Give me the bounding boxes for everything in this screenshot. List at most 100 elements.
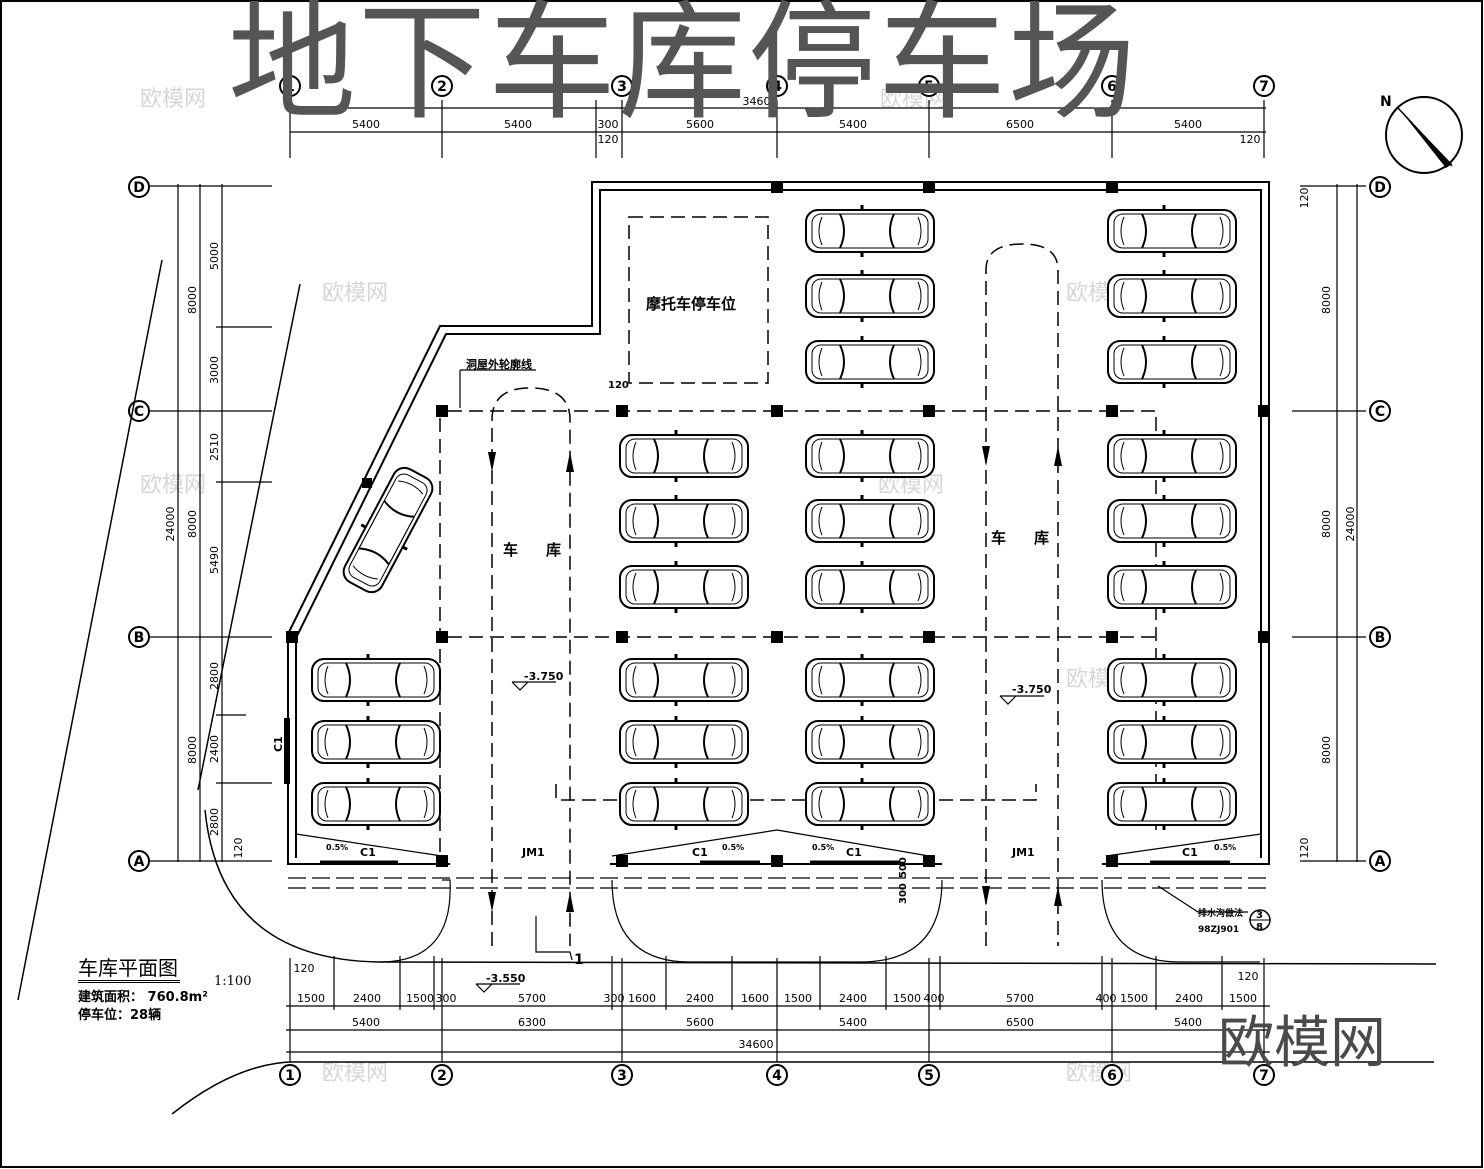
- legend-scale: 1:100: [214, 974, 252, 989]
- parked-car: [618, 559, 750, 615]
- garage-label-right-1: 车: [991, 529, 1006, 547]
- drain-ref: 98ZJ901: [1198, 925, 1239, 935]
- parked-car: [804, 268, 936, 324]
- dim-left-inner: 5490: [208, 546, 221, 574]
- axis-label-row: C: [1375, 404, 1385, 420]
- dim-bottom-fine: 300: [436, 992, 457, 1005]
- left-axis-labels: D C B A: [133, 180, 145, 870]
- parked-car: [1106, 714, 1238, 770]
- dim-left-mid: 8000: [186, 286, 199, 314]
- dim-right-mid: 8000: [1320, 510, 1333, 538]
- axis-label-row: B: [134, 630, 145, 646]
- axis-label-col: 5: [924, 79, 934, 95]
- legend-area: 建筑面积： 760.8m²: [78, 990, 208, 1005]
- right-dimension-text: 24000 8000 8000 8000 120 120: [1298, 188, 1357, 859]
- axis-label-col: 7: [1259, 1068, 1269, 1084]
- section-number: 1: [574, 952, 584, 968]
- parked-car: [618, 493, 750, 549]
- bottom-axis-labels: 1 2 3 4 5 6 7: [285, 1068, 1269, 1084]
- left-dimension-text: 24000 8000 8000 8000 5000 3000 2510 5490…: [164, 242, 245, 859]
- axis-label-col: 4: [772, 79, 782, 95]
- garage-label-left-2: 库: [546, 541, 561, 559]
- dim-small: 120: [1298, 838, 1311, 859]
- dim-bottom-fine: 1500: [1120, 992, 1148, 1005]
- plan-annotations: 洞屋外轮廓线 -3.750 -3.750 -3.550 JM1 JM1 C1 C…: [272, 357, 1243, 985]
- dim-bottom-mid: 5600: [686, 1016, 714, 1029]
- level-triangles: [475, 681, 1044, 993]
- detail-bot: 8: [1256, 922, 1263, 933]
- window-label: C1: [846, 846, 862, 859]
- dim-bottom-mid: 5400: [352, 1016, 380, 1029]
- garage-label-right-2: 库: [1034, 529, 1049, 547]
- parked-car: [1106, 334, 1238, 390]
- axis-label-col: 4: [772, 1068, 782, 1084]
- level-mark: -3.750: [1012, 683, 1052, 696]
- parked-car: [804, 493, 936, 549]
- parked-car: [804, 203, 936, 259]
- dim-bottom-fine: 5700: [518, 992, 546, 1005]
- brand-watermark: 欧模网: [1218, 1011, 1386, 1076]
- detail-callout: 3 8: [1249, 909, 1271, 933]
- plan-legend: 车库平面图 1:100 建筑面积： 760.8m² 停车位：28辆: [78, 956, 251, 1025]
- detail-top: 3: [1256, 910, 1263, 921]
- dim-bottom-total: 34600: [739, 1038, 774, 1051]
- slope-label: 0.5%: [722, 843, 744, 852]
- parked-car: [618, 652, 750, 708]
- faint-watermark: 欧模网: [322, 1061, 388, 1086]
- parked-car: [310, 714, 442, 770]
- dim-bottom-fine: 1500: [297, 992, 325, 1005]
- slope-label: 0.5%: [326, 843, 348, 852]
- parked-car: [1106, 776, 1238, 832]
- parked-car: [804, 776, 936, 832]
- dim-left-inner: 2800: [208, 662, 221, 690]
- axis-label-row: B: [1375, 630, 1386, 646]
- dim-small: 120: [232, 838, 245, 859]
- axis-label-col: 6: [1107, 79, 1117, 95]
- right-dimension-lines: [1292, 184, 1366, 862]
- window-label: C1: [692, 846, 708, 859]
- drain-note: 排水沟做法: [1198, 907, 1243, 919]
- parked-car: [804, 559, 936, 615]
- top-dimension-lines: [289, 100, 1266, 158]
- slope-label: 0.5%: [1214, 843, 1236, 852]
- dim-top: 5400: [352, 118, 380, 131]
- dim-left-inner: 2800: [208, 808, 221, 836]
- top-axis-bubbles: [279, 75, 1275, 97]
- parked-car: [618, 428, 750, 484]
- dim-small: 120: [1238, 970, 1259, 983]
- dim-top: 5400: [1174, 118, 1202, 131]
- dim-total: 34600: [743, 95, 778, 108]
- axis-label-row: C: [134, 404, 144, 420]
- dim-right-outer: 24000: [1344, 507, 1357, 542]
- structural-columns: [284, 181, 1270, 867]
- garage-label-left-1: 车: [503, 541, 518, 559]
- dim-bottom-fine: 400: [1096, 992, 1117, 1005]
- dim-small: 120: [1240, 133, 1261, 146]
- dim-top: 6500: [1006, 118, 1034, 131]
- dim-left-outer: 24000: [164, 507, 177, 542]
- parked-car: [1106, 652, 1238, 708]
- axis-label-col: 5: [924, 1068, 934, 1084]
- axis-label-col: 1: [285, 79, 295, 95]
- axis-label-col: 2: [437, 79, 447, 95]
- dim-bottom-fine: 1600: [628, 992, 656, 1005]
- parked-car: [310, 652, 442, 708]
- dim-gap: 500: [898, 857, 909, 878]
- dim-left-mid: 8000: [186, 510, 199, 538]
- axis-label-row: D: [1374, 180, 1386, 196]
- dim-top: 5400: [504, 118, 532, 131]
- dim-left-inner: 5000: [208, 242, 221, 270]
- lane-arrows: [488, 446, 1062, 912]
- dim-bottom-fine: 2400: [1175, 992, 1203, 1005]
- parked-car: [618, 714, 750, 770]
- window-label: C1: [272, 736, 285, 752]
- parked-car: [310, 776, 442, 832]
- faint-watermark: 欧模网: [140, 473, 206, 498]
- dim-bottom-mid: 6500: [1006, 1016, 1034, 1029]
- dim-top: 300: [598, 118, 619, 131]
- north-arrow: N: [1380, 94, 1463, 174]
- bottom-dimension-lines: [286, 956, 1270, 1062]
- bottom-dimension-text: 1500 2400 1500 300 5700 300 1600 2400 16…: [294, 962, 1259, 1051]
